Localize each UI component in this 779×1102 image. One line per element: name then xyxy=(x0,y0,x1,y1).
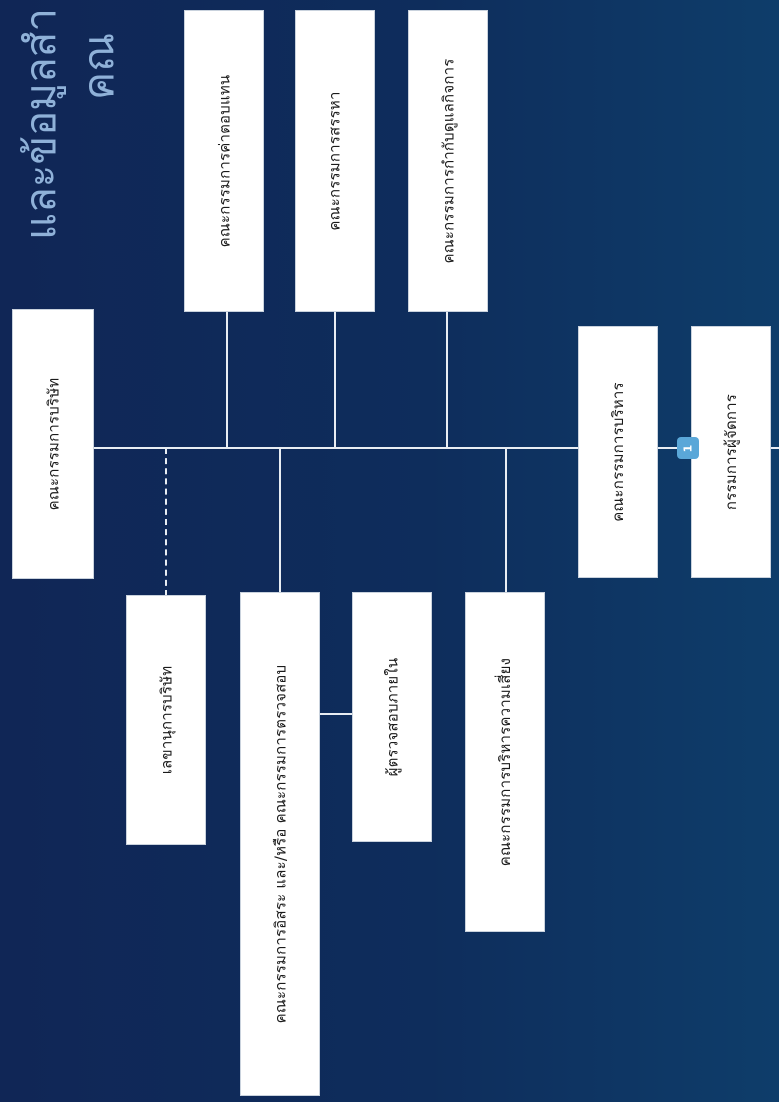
company-secretary-label: เลขานุการบริษัท xyxy=(157,665,176,775)
remuneration-committee-box: คณะกรรมการค่าตอบแทน xyxy=(184,10,264,312)
internal-auditor-label: ผู้ตรวจสอบภายใน xyxy=(383,657,402,777)
risk-committee-box: คณะกรรมการบริหารความเสี่ยง xyxy=(465,592,545,932)
connector-nomination xyxy=(334,311,336,448)
page-subtitle: คณ xyxy=(74,32,123,100)
governance-committee-label: คณะกรรมการกำกับดูแลกิจการ xyxy=(439,58,457,264)
footnote-badge: 1 xyxy=(677,437,699,459)
internal-auditor-box: ผู้ตรวจสอบภายใน xyxy=(352,592,432,842)
connector-internal-audit xyxy=(319,713,353,715)
connector-remuneration xyxy=(226,311,228,448)
main-trunk-line xyxy=(93,447,779,449)
executive-committee-box: คณะกรรมการบริหาร xyxy=(578,326,658,578)
managing-director-label: กรรมการผู้จัดการ xyxy=(722,393,741,511)
remuneration-committee-label: คณะกรรมการค่าตอบแทน xyxy=(215,74,234,248)
connector-governance xyxy=(446,311,448,448)
connector-risk xyxy=(505,448,507,593)
nomination-committee-box: คณะกรรมการสรรหา xyxy=(295,10,375,312)
audit-committee-box: คณะกรรมการอิสระ และ/หรือ คณะกรรมการตรวจส… xyxy=(240,592,320,1096)
board-of-directors-box: คณะกรรมการบริษัท xyxy=(12,309,94,579)
board-of-directors-label: คณะกรรมการบริษัท xyxy=(44,377,62,511)
governance-committee-box: คณะกรรมการกำกับดูแลกิจการ xyxy=(408,10,488,312)
nomination-committee-label: คณะกรรมการสรรหา xyxy=(326,91,345,231)
connector-secretary-dashed xyxy=(165,448,167,596)
company-secretary-box: เลขานุการบริษัท xyxy=(126,595,206,845)
managing-director-box: กรรมการผู้จัดการ xyxy=(691,326,771,578)
executive-committee-label: คณะกรรมการบริหาร xyxy=(609,382,628,522)
page-title: และข้อมูลสำ xyxy=(16,8,65,240)
risk-committee-label: คณะกรรมการบริหารความเสี่ยง xyxy=(496,657,514,867)
audit-committee-label: คณะกรรมการอิสระ และ/หรือ คณะกรรมการตรวจส… xyxy=(271,664,289,1024)
connector-audit xyxy=(279,448,281,593)
